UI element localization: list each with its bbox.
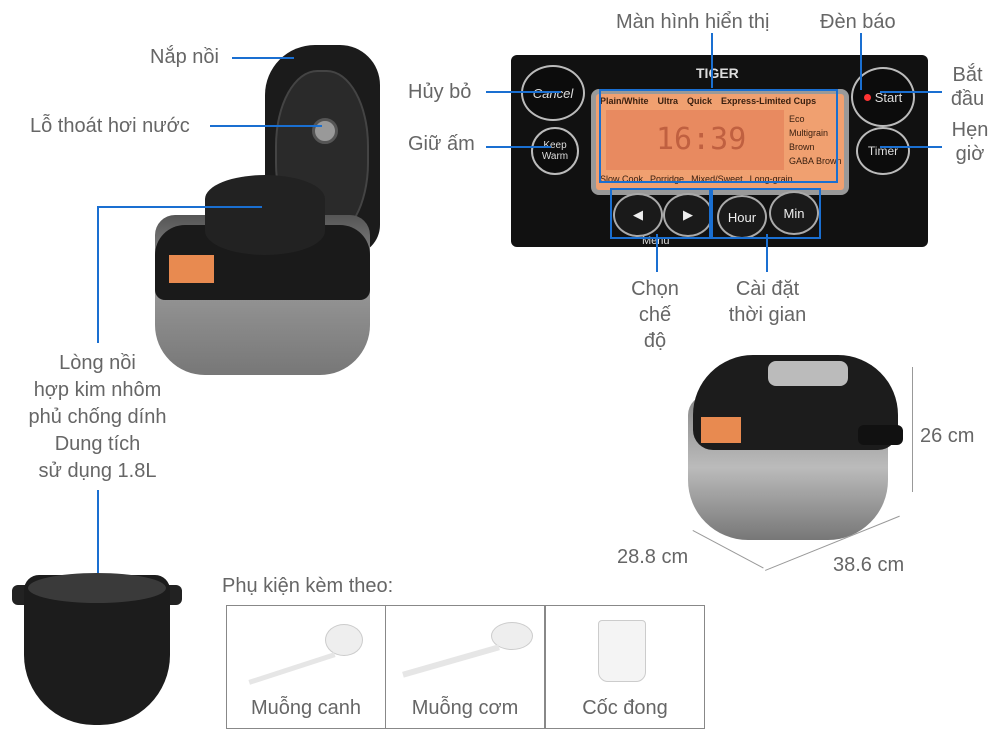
start-button[interactable]: Start bbox=[851, 67, 915, 127]
mode-label: Plain/White bbox=[600, 96, 649, 106]
start-text: Start bbox=[874, 89, 903, 105]
start-label-line: Bắt bbox=[952, 64, 983, 86]
mode-label: Ultra bbox=[657, 96, 679, 106]
closed-rice-cooker-image bbox=[688, 355, 903, 545]
keep-warm-text: Keep bbox=[543, 140, 567, 151]
open-rice-cooker-image bbox=[155, 45, 380, 375]
label-display: Màn hình hiển thị bbox=[616, 11, 770, 33]
time-set-line: Cài đặt bbox=[735, 278, 800, 300]
lcd-display: Plain/White Ultra Quick Express-Limited Cup… bbox=[591, 89, 849, 195]
label-keep-warm: Giữ ấm bbox=[408, 133, 475, 155]
ladle-icon bbox=[325, 624, 363, 656]
brand-logo: TIGER bbox=[696, 65, 739, 81]
measuring-cup-icon bbox=[598, 620, 646, 682]
label-steam-vent: Lỗ thoát hơi nước bbox=[30, 115, 190, 137]
timer-label-line: Hẹn bbox=[951, 119, 989, 141]
menu-left-button[interactable]: ◀ bbox=[613, 193, 663, 237]
label-menu-select: Chọn chế độ bbox=[620, 276, 690, 354]
mode-label: Express-Limited Cups bbox=[721, 96, 817, 106]
label-lid: Nắp nồi bbox=[150, 46, 219, 68]
inner-pot-line: phủ chống dính bbox=[28, 406, 167, 428]
accessory-label: Muỗng canh bbox=[250, 697, 362, 719]
accessory-label: Cốc đong bbox=[582, 697, 668, 719]
mode-label: Slow Cook bbox=[600, 174, 644, 184]
mode-label: Porridge bbox=[650, 174, 685, 184]
inner-pot-line: Lòng nồi bbox=[59, 352, 136, 374]
mode-label: GABA Brown bbox=[789, 156, 842, 166]
menu-label-line: độ bbox=[643, 330, 667, 352]
accessory-rice-paddle: Muỗng cơm bbox=[385, 605, 545, 729]
time-set-line: thời gian bbox=[728, 304, 807, 326]
accessories-title: Phụ kiện kèm theo: bbox=[222, 575, 394, 597]
mode-label: Quick bbox=[687, 96, 713, 106]
menu-label-line: Chọn bbox=[631, 278, 679, 300]
time-readout: 16:39 bbox=[656, 122, 747, 157]
label-depth: 28.8 cm bbox=[617, 546, 689, 568]
start-label-line: đầu bbox=[950, 88, 985, 110]
keep-warm-text: Warm bbox=[541, 151, 569, 162]
inner-pot-line: Dung tích bbox=[54, 433, 141, 455]
mode-label: Eco bbox=[789, 114, 805, 124]
steam-vent-icon bbox=[312, 118, 338, 144]
accessory-measuring-cup: Cốc đong bbox=[545, 605, 705, 729]
inner-pot-image bbox=[12, 565, 182, 735]
accessory-label: Muỗng cơm bbox=[411, 697, 519, 719]
inner-pot-line: sử dụng 1.8L bbox=[38, 460, 157, 482]
timer-label-line: giờ bbox=[955, 143, 985, 165]
mode-label: Long-grain bbox=[749, 174, 793, 184]
timer-button[interactable]: Timer bbox=[856, 127, 910, 175]
label-cancel: Hủy bỏ bbox=[408, 81, 472, 103]
label-inner-pot: Lòng nồi hợp kim nhôm phủ chống dính Dun… bbox=[10, 350, 185, 485]
label-indicator: Đèn báo bbox=[820, 11, 896, 33]
mode-label: Brown bbox=[789, 142, 815, 152]
mode-label: Multigrain bbox=[789, 128, 829, 138]
indicator-light-icon bbox=[863, 93, 871, 101]
label-height: 26 cm bbox=[920, 425, 975, 447]
cancel-button[interactable]: Cancel bbox=[521, 65, 585, 121]
menu-right-button[interactable]: ▶ bbox=[663, 193, 713, 237]
mode-label: Mixed/Sweet bbox=[691, 174, 743, 184]
menu-label-line: chế bbox=[638, 304, 672, 326]
label-time-set: Cài đặt thời gian bbox=[715, 276, 820, 328]
inner-pot-line: hợp kim nhôm bbox=[33, 379, 162, 401]
label-width: 38.6 cm bbox=[833, 554, 905, 576]
min-button[interactable]: Min bbox=[769, 191, 819, 235]
accessory-soup-ladle: Muỗng canh bbox=[226, 605, 386, 729]
